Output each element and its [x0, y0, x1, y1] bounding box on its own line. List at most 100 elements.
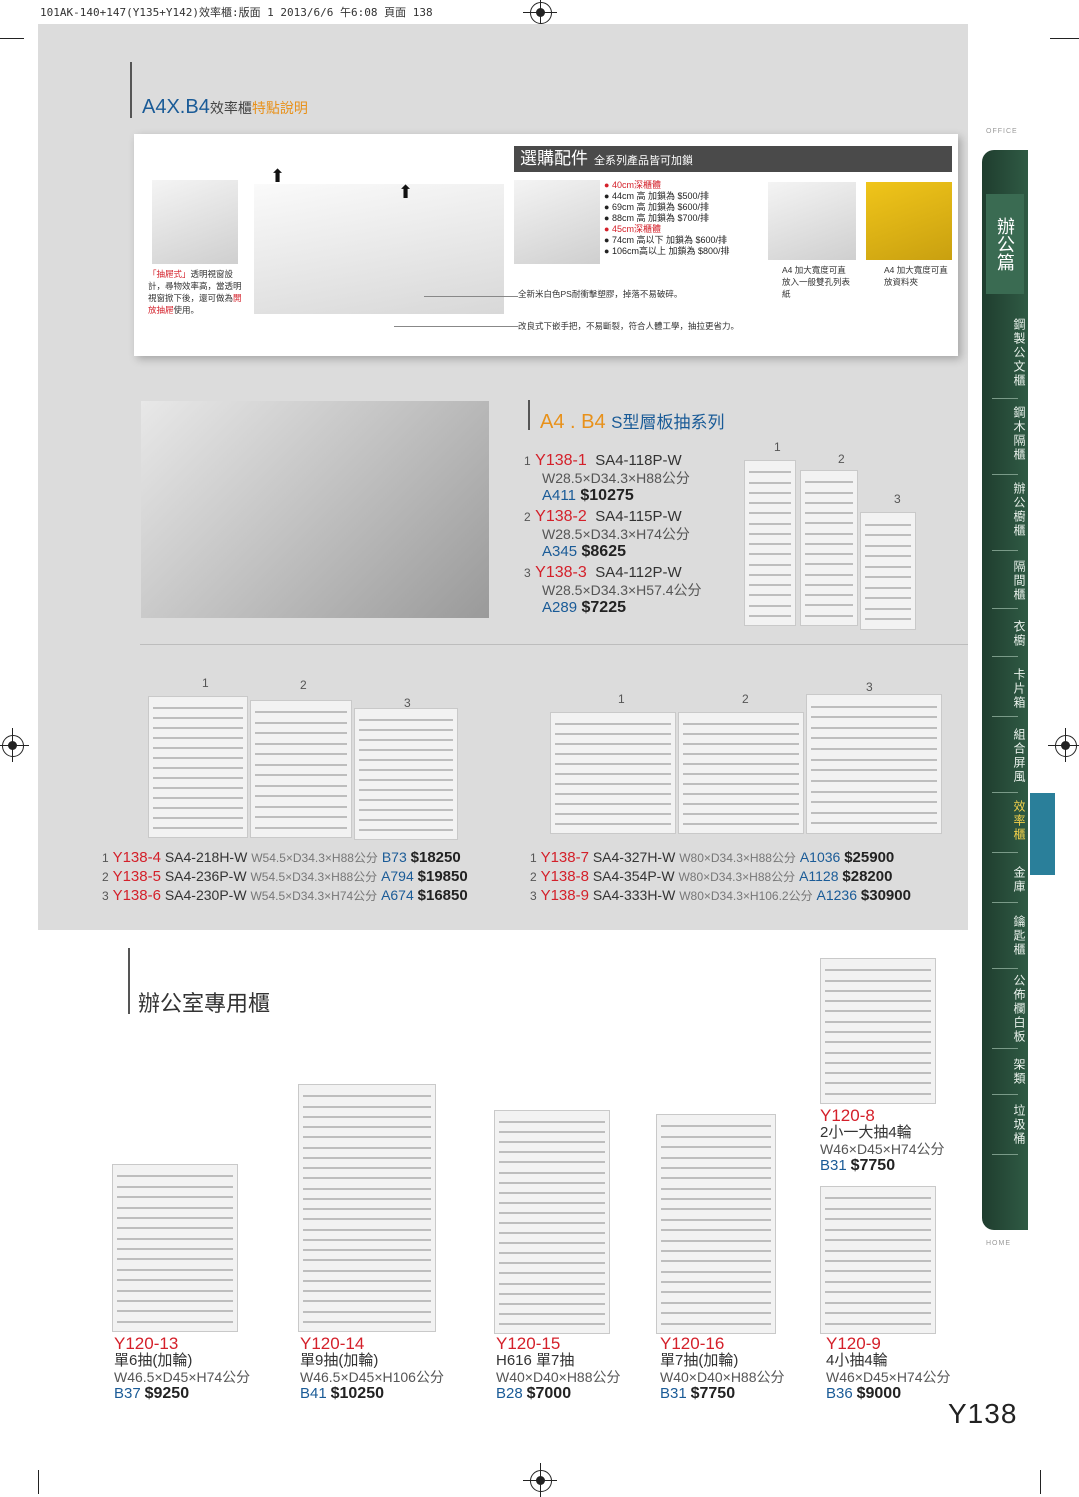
drawer-line [117, 1248, 233, 1250]
drawer-line [303, 1198, 431, 1200]
section1-title-sub2: 特點說明 [251, 100, 308, 116]
sidebar-item[interactable]: 卡片箱 [1012, 668, 1026, 710]
drawer-line [303, 1218, 431, 1220]
section1-title-sub1: 效率櫃 [209, 100, 252, 116]
drawer-line [359, 749, 453, 751]
handle-note: 改良式下嵌手把，不易斷裂，符合人體工學，抽拉更省力。 [518, 321, 740, 331]
price-line: ● 69cm 高 加鎖為 $600/排 [604, 202, 709, 212]
drawer-line [499, 1303, 605, 1305]
cabinet-image [250, 700, 352, 838]
drawer-line [255, 795, 347, 797]
drawer-line [749, 502, 791, 504]
drawer-line [825, 1021, 931, 1023]
sidebar-home-word: HOME [986, 1240, 1011, 1247]
drawer-line [303, 1188, 431, 1190]
drawer-line [303, 1106, 431, 1108]
cabinet-image [678, 712, 804, 834]
drawer-line [749, 492, 791, 494]
drawer-line [555, 763, 671, 765]
drawer-line [805, 512, 853, 514]
table-row: 2 Y138-8 SA4-354P-W W80×D34.3×H88公分 A112… [530, 868, 893, 885]
sidebar-item[interactable]: 金庫 [1012, 866, 1026, 894]
list-item: 2 Y138-2 SA4-115P-W W28.5×D34.3×H74公分 A3… [524, 508, 690, 560]
drawer-line [805, 522, 853, 524]
cabinet-label: 2 [742, 692, 749, 706]
drawer-line [825, 969, 931, 971]
drawer-line [749, 594, 791, 596]
drawer-line [303, 1095, 431, 1097]
table-row: 2 Y138-5 SA4-236P-W W54.5×D34.3×H88公分 A7… [102, 868, 468, 885]
price-line: ● 44cm 高 加鎖為 $500/排 [604, 191, 709, 201]
drawer-line [499, 1232, 605, 1234]
cabinet-image [550, 712, 676, 834]
drawer-line [153, 807, 243, 809]
sidebar-item[interactable]: 架類 [1012, 1058, 1026, 1086]
drawer-line [117, 1196, 233, 1198]
drawer-line [117, 1227, 233, 1229]
drawer-line [811, 791, 937, 793]
drawer-line [255, 711, 347, 713]
drawer-line [749, 584, 791, 586]
sidebar-item[interactable]: 垃圾桶 [1012, 1104, 1026, 1146]
drawer-line [661, 1177, 771, 1179]
paper-drawer-photo [768, 182, 856, 260]
drawer-line [661, 1302, 771, 1304]
accessory-header: 選購配件全系列產品皆可加鎖 [514, 146, 952, 172]
drawer-line [661, 1281, 771, 1283]
drawer-line [153, 707, 243, 709]
drawer-line [749, 615, 791, 617]
drawer-line [303, 1116, 431, 1118]
drawer-line [303, 1259, 431, 1261]
section1-title-main: A4X.B4 [142, 96, 210, 118]
drawer-line [683, 733, 799, 735]
drawer-line [805, 574, 853, 576]
list-item: 3 Y138-3 SA4-112P-W W28.5×D34.3×H57.4公分 … [524, 564, 702, 616]
drawer-line [825, 1229, 931, 1231]
drawer-line [555, 823, 671, 825]
sidebar-item[interactable]: 衣櫥 [1012, 620, 1026, 648]
drawer-line [255, 774, 347, 776]
drawer-line [303, 1311, 431, 1313]
cabinet-label: 3 [894, 492, 901, 506]
section-bar [128, 948, 130, 1014]
crop-mark [38, 1470, 39, 1494]
drawer-line [359, 769, 453, 771]
drawer-line [825, 1239, 931, 1241]
drawer-line [499, 1283, 605, 1285]
sidebar-item[interactable]: 鋼製公文櫃 [1012, 318, 1026, 388]
drawer-line [153, 767, 243, 769]
drawer-line [825, 1010, 931, 1012]
drawer-line [683, 793, 799, 795]
drawer-line [303, 1167, 431, 1169]
active-section-marker [1030, 793, 1055, 875]
drawer-line [499, 1252, 605, 1254]
drawer-line [683, 743, 799, 745]
sidebar-item[interactable]: 公佈欄白板 [1012, 974, 1026, 1044]
sidebar-item[interactable]: 隔間櫃 [1012, 560, 1026, 602]
sidebar-item[interactable]: 鋼木隔櫃 [1012, 406, 1026, 462]
sidebar-item[interactable]: 辦公櫥櫃 [1012, 482, 1026, 538]
drawer-line [865, 618, 911, 620]
price-line: ● 106cm高以上 加鎖為 $800/排 [604, 246, 730, 256]
drawer-line [499, 1212, 605, 1214]
drawer-line [499, 1272, 605, 1274]
cabinet-image [860, 512, 916, 630]
drawer-line [749, 512, 791, 514]
sidebar-item[interactable]: 鑰匙櫃 [1012, 915, 1026, 957]
drawer-line [825, 1312, 931, 1314]
drawer-line [825, 1260, 931, 1262]
sidebar-item[interactable]: 組合屏風 [1012, 728, 1026, 784]
drawer-line [805, 553, 853, 555]
drawer-line [749, 574, 791, 576]
drawer-line [359, 799, 453, 801]
drawer-line [683, 763, 799, 765]
sidebar-item-active[interactable]: 效率櫃 [1012, 800, 1026, 842]
drawer-line [153, 737, 243, 739]
drawer-closeup-photo [152, 180, 238, 264]
drawer-line [661, 1250, 771, 1252]
drawer-line [499, 1172, 605, 1174]
print-header: 101AK-140+147(Y135+Y142)效率櫃:版面 1 2013/6/… [40, 6, 433, 19]
drawer-line [811, 748, 937, 750]
drawer-line [661, 1125, 771, 1127]
